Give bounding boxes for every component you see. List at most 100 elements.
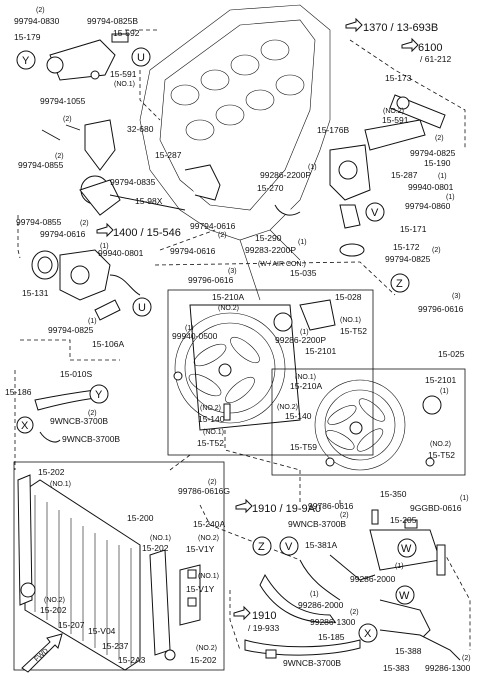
leader-lines: [14, 29, 471, 651]
label-15-186: 15-186: [5, 387, 32, 397]
water-pump-assembly: [31, 249, 141, 321]
label-15-010s: 15-010S: [60, 369, 92, 379]
label-99794-0835: 99794-0835: [110, 177, 156, 187]
label-qty: (1): [298, 239, 307, 246]
label-qty: (1): [308, 164, 317, 171]
ref-arrow-icon: [345, 17, 363, 33]
label-qty: (2): [218, 232, 227, 239]
label-15-240a: 15-240A: [193, 519, 225, 529]
label-15-202: 15-202: [40, 605, 67, 615]
label-15-350: 15-350: [380, 489, 407, 499]
label-qty: (1): [100, 243, 109, 250]
label-qty: (2): [80, 220, 89, 227]
label-15-237: 15-237: [102, 641, 129, 651]
label-99286-1300: 99286-1300: [310, 617, 356, 627]
label-15-290: 15-290: [255, 233, 282, 243]
label-qty: (2): [462, 655, 471, 662]
callout-circle: U: [131, 47, 151, 67]
label-no1: (NO.1): [198, 573, 219, 580]
label-no2: (NO.2): [196, 645, 217, 652]
label-15-2101: 15-2101: [425, 375, 456, 385]
label-99794-0825: 99794-0825: [48, 325, 94, 335]
label-99794-0616: 99794-0616: [40, 229, 86, 239]
label-15-210a: 15-210A: [290, 381, 322, 391]
label-15-035: 15-035: [290, 268, 317, 278]
label-15-185: 15-185: [318, 632, 345, 642]
label-qty: (2): [36, 7, 45, 14]
label-9ggbd-0616: 9GGBD-0616: [410, 503, 462, 513]
label-15-287: 15-287: [155, 150, 182, 160]
label-qty: (2): [432, 247, 441, 254]
label-ref-1370: 1370 / 13-693B: [363, 22, 438, 34]
label-15-202: 15-202: [38, 467, 65, 477]
part-labels: 99794-0830 (2) 99794-0825B 15-179 15-592…: [5, 7, 471, 673]
label-qty: (1): [395, 563, 404, 570]
callout-circle: Y: [16, 50, 36, 70]
label-99794-0616: 99794-0616: [170, 246, 216, 256]
fan-blades: [188, 336, 260, 404]
callout-circle: U: [132, 297, 152, 317]
label-15-171: 15-171: [400, 224, 427, 234]
label-15-202: 15-202: [142, 543, 169, 553]
label-qty: (2): [350, 609, 359, 616]
callout-circle: Z: [252, 536, 272, 556]
label-15-172: 15-172: [393, 242, 420, 252]
label-no2: (NO.2): [218, 305, 239, 312]
callout-letter: Y: [95, 389, 103, 401]
label-99794-1055: 99794-1055: [40, 96, 86, 106]
callout-letter: W: [399, 590, 410, 602]
label-qty: (1): [446, 194, 455, 201]
callout-letter: U: [137, 52, 145, 64]
label-15-202: 15-202: [190, 655, 217, 665]
label-15-592: 15-592: [113, 28, 140, 38]
label-15-207: 15-207: [58, 620, 85, 630]
label-qty: (3): [452, 293, 461, 300]
label-99940-0801: 99940-0801: [408, 182, 454, 192]
label-15-t52: 15-T52: [197, 438, 224, 448]
water-outlet-pipe: [184, 94, 446, 257]
label-qty: (1): [460, 495, 469, 502]
callout-letter: U: [138, 302, 146, 314]
label-15-98x: 15-98X: [135, 196, 163, 206]
label-99794-0830: 99794-0830: [14, 16, 60, 26]
label-15-t52: 15-T52: [428, 450, 455, 460]
label-qty: (1): [310, 591, 319, 598]
label-15-140: 15-140: [285, 411, 312, 421]
callout-circle: V: [365, 202, 385, 222]
label-15-140: 15-140: [198, 414, 225, 424]
label-15-2a3: 15-2A3: [118, 655, 146, 665]
label-no1: (NO.1): [150, 535, 171, 542]
label-99794-0855: 99794-0855: [18, 160, 64, 170]
callout-circle: Y: [89, 384, 109, 404]
label-ref-19-933: / 19-933: [248, 623, 279, 633]
label-15-131: 15-131: [22, 288, 49, 298]
label-ref-1910: 1910 / 19-9A0: [252, 503, 321, 515]
label-15-025: 15-025: [438, 349, 465, 359]
radiator-hoses: [244, 554, 461, 661]
fan-blades: [325, 398, 386, 452]
label-qty: (2): [63, 116, 72, 123]
label-air-con-note: (W / AIR CON.): [258, 261, 306, 268]
callout-letter: Z: [258, 541, 265, 553]
label-15-383: 15-383: [383, 663, 410, 673]
label-99786-0616g: 99786-0616G: [178, 486, 230, 496]
label-ref-1910: 1910: [252, 610, 276, 622]
fan-shroud-box-main: [271, 368, 466, 476]
callout-letter: V: [285, 541, 293, 553]
callout-letter: X: [364, 628, 372, 640]
label-qty: (2): [208, 479, 217, 486]
label-15-591: 15-591: [110, 69, 137, 79]
label-15-205: 15-205: [390, 515, 417, 525]
reference-arrows: [96, 17, 419, 621]
label-15-591: 15-591: [382, 115, 409, 125]
label-99786-0616: 99786-0616: [308, 501, 354, 511]
label-qty: (1): [438, 173, 447, 180]
label-99794-0860: 99794-0860: [405, 201, 451, 211]
label-99286-1300: 99286-1300: [425, 663, 471, 673]
label-qty: (3): [228, 268, 237, 275]
label-99796-0616: 99796-0616: [418, 304, 464, 314]
label-99940-0500: 99940-0500: [172, 331, 218, 341]
label-99286-2000: 99286-2000: [298, 600, 344, 610]
label-no2: (NO.2): [277, 404, 298, 411]
